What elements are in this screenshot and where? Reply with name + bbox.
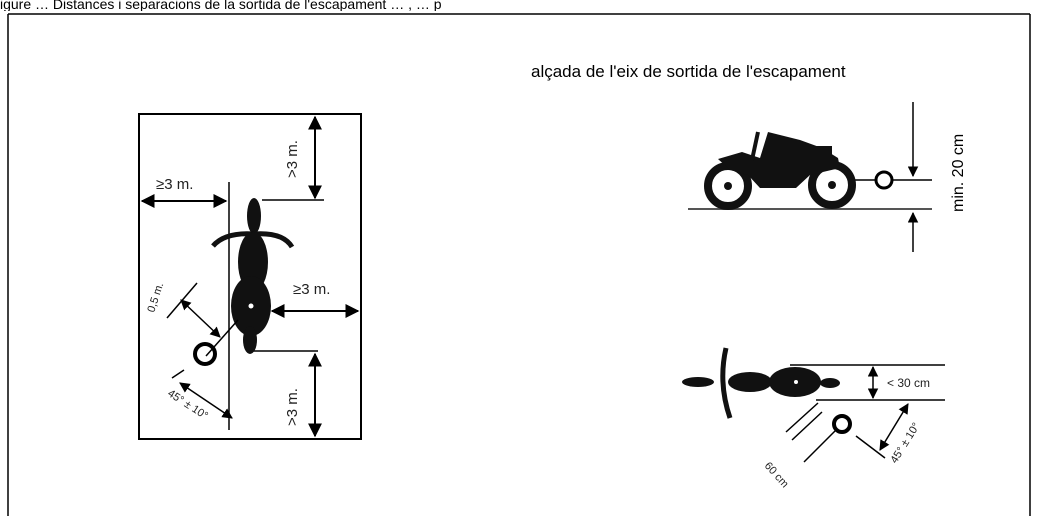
label-bottom-clearance: >3 m. bbox=[284, 388, 301, 426]
figure-frame bbox=[7, 13, 1031, 516]
exhaust-outlet-side-icon bbox=[874, 170, 894, 190]
label-distance: 60 cm bbox=[762, 460, 791, 490]
exhaust-height-caption: alçada de l'eix de sortida de l'escapame… bbox=[531, 62, 846, 81]
figure-caption-cropped: igure … Distances i separacions de la so… bbox=[0, 0, 442, 11]
motorcycle-side-view-icon bbox=[704, 131, 856, 210]
label-top-clearance: >3 m. bbox=[284, 140, 301, 178]
motorcycle-top-view-icon bbox=[211, 198, 295, 354]
clearance-box bbox=[138, 113, 362, 440]
label-left-clearance: ≥3 m. bbox=[156, 176, 193, 193]
angle-dimension-line-right bbox=[879, 403, 909, 451]
label-min-height: min. 20 cm bbox=[950, 134, 967, 212]
distance-dimension-line bbox=[791, 411, 823, 441]
offset-dimension-line bbox=[180, 299, 221, 338]
side-view-diagram: alçada de l'eix de sortida de l'escapame… bbox=[531, 62, 967, 252]
angle-dimension-line bbox=[179, 382, 233, 419]
label-right-clearance: ≥3 m. bbox=[293, 281, 330, 298]
top-view-clearance-diagram: ≥3 m. >3 m. ≥3 m. >3 m. 0,5 m. 45° ± 10° bbox=[138, 113, 362, 440]
exhaust-outlet-top-icon bbox=[832, 414, 852, 434]
label-max-width: < 30 cm bbox=[887, 376, 930, 390]
label-offset: 0,5 m. bbox=[145, 281, 166, 314]
label-angle: 45° ± 10° bbox=[165, 387, 210, 422]
exhaust-outlet-icon bbox=[193, 342, 217, 366]
motorcycle-top-view-small-icon bbox=[682, 347, 840, 419]
top-view-exhaust-diagram: < 30 cm 45° ± 10° 60 cm bbox=[682, 347, 945, 490]
